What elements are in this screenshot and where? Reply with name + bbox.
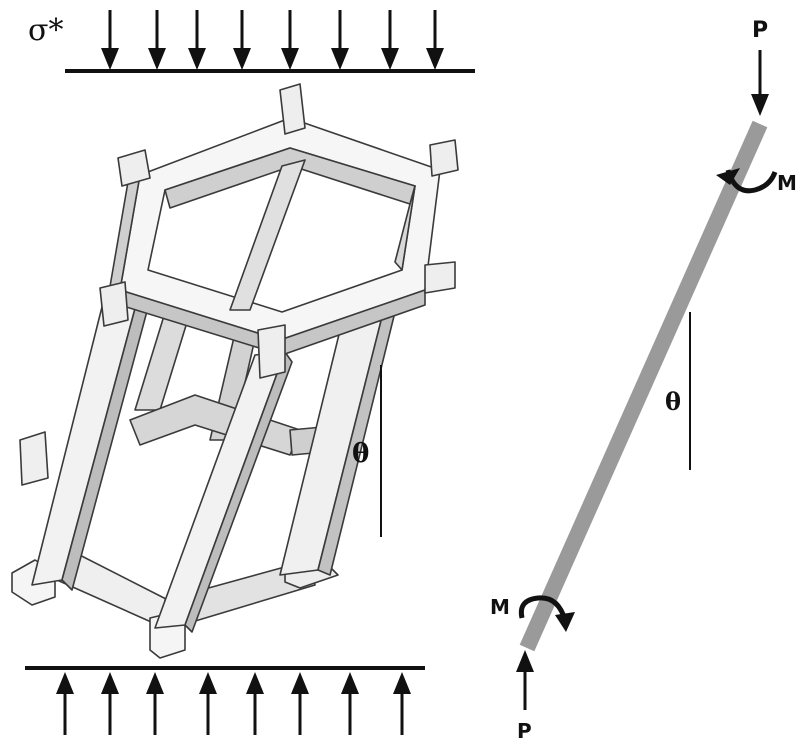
top-hex-inner-depth-right xyxy=(394,185,416,271)
load-arrow-down xyxy=(233,10,251,70)
theta-label: θ xyxy=(352,439,369,469)
top-moment-label: M xyxy=(777,171,797,195)
right-panel: P M θ M P xyxy=(490,18,797,743)
load-arrow-down xyxy=(188,10,206,70)
load-arrow-down xyxy=(148,10,166,70)
bottom-load-arrows xyxy=(56,672,411,735)
top-moment-arrow xyxy=(716,168,778,194)
inclined-strut xyxy=(519,120,768,652)
load-arrow-up xyxy=(291,672,309,735)
bottom-moment-arrow xyxy=(518,595,575,632)
bottom-force-arrow xyxy=(516,650,534,710)
load-arrow-up xyxy=(146,672,164,735)
bottom-force-label: P xyxy=(517,719,532,743)
left-panel: σ* xyxy=(11,10,475,735)
right-theta-label: θ xyxy=(665,387,681,416)
side-node-left xyxy=(19,431,49,486)
load-arrow-up xyxy=(56,672,74,735)
load-arrow-down xyxy=(331,10,349,70)
top-force-arrow xyxy=(751,50,769,116)
top-hex-frame xyxy=(99,83,459,379)
inner-post xyxy=(229,159,306,311)
top-force-label: P xyxy=(752,18,768,43)
load-arrow-up xyxy=(393,672,411,735)
bottom-moment-label: M xyxy=(490,595,510,619)
top-node-front-left xyxy=(99,281,129,327)
load-arrow-down xyxy=(101,10,119,70)
front-struts xyxy=(31,289,396,633)
top-node-right xyxy=(429,139,459,177)
load-arrow-up xyxy=(341,672,359,735)
load-arrow-up xyxy=(246,672,264,735)
load-arrow-up xyxy=(101,672,119,735)
top-node-left xyxy=(117,149,151,187)
load-arrow-down xyxy=(426,10,444,70)
load-arrow-down xyxy=(281,10,299,70)
load-arrow-down xyxy=(381,10,399,70)
top-load-arrows xyxy=(101,10,444,70)
top-node-far-right xyxy=(424,261,456,294)
top-node-top xyxy=(279,83,306,135)
strut-front-center-side xyxy=(184,351,293,633)
top-node-front-center xyxy=(257,324,286,379)
honeycomb-cell xyxy=(11,83,459,659)
load-arrow-up xyxy=(199,672,217,735)
stress-label: σ* xyxy=(28,13,63,48)
